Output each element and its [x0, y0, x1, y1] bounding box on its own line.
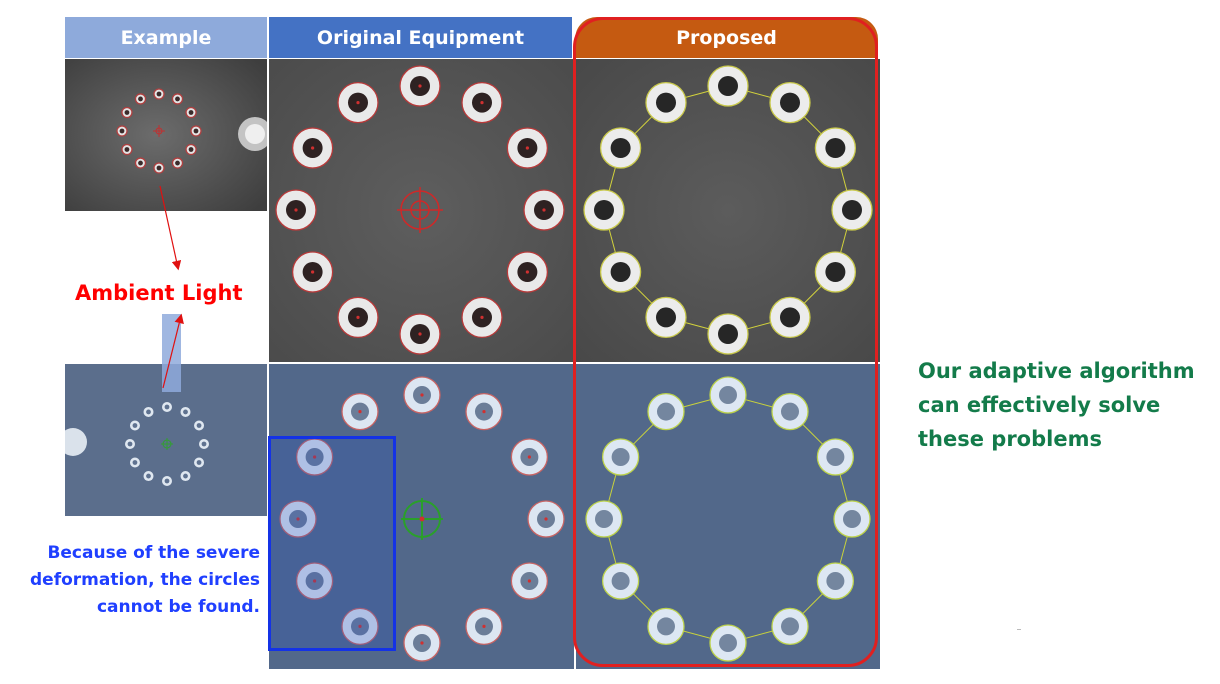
- small-hole-ring: [116, 88, 202, 174]
- hole-mark: [134, 93, 147, 105]
- hole-mark: [399, 313, 441, 355]
- header-example: Example: [65, 17, 267, 58]
- proposed-blue: [576, 364, 880, 669]
- hole-mark: [121, 143, 133, 156]
- hole-mark: [291, 127, 334, 169]
- hole-mark: [180, 471, 191, 482]
- missing-circles-frame: [268, 436, 396, 651]
- hole-mark: [125, 439, 135, 449]
- hole-mark: [134, 157, 147, 169]
- hole-mark: [771, 392, 809, 431]
- algorithm-note: Our adaptive algorithm can effectively s…: [918, 359, 1195, 451]
- hole-mark: [295, 438, 334, 476]
- hole-mark: [601, 562, 640, 600]
- hole-mark: [771, 607, 809, 646]
- small-hole-ring: [125, 402, 209, 486]
- hole-mark: [647, 607, 685, 646]
- fitted-hole-ring: [583, 65, 873, 355]
- hole-mark: [194, 457, 205, 468]
- header-original-equipment: Original Equipment: [269, 17, 572, 58]
- hole-mark: [337, 81, 379, 124]
- hole-mark: [185, 143, 197, 156]
- crosshair-icon: [153, 125, 165, 137]
- hole-mark: [506, 251, 549, 293]
- ambient-light-blob: [65, 428, 87, 456]
- detected-hole-ring: [279, 376, 565, 662]
- hole-mark: [510, 562, 549, 600]
- hole-mark: [816, 438, 855, 476]
- hole-mark: [162, 402, 172, 412]
- hole-mark: [814, 251, 857, 293]
- hole-mark: [506, 127, 549, 169]
- original-equipment-dark: [269, 59, 574, 362]
- hole-mark: [510, 438, 549, 476]
- hole-mark: [831, 189, 873, 231]
- hole-mark: [647, 392, 685, 431]
- hole-mark: [153, 88, 165, 100]
- hole-mark: [833, 500, 871, 538]
- hole-mark: [275, 189, 317, 231]
- hole-mark: [601, 438, 640, 476]
- hole-mark: [769, 296, 811, 339]
- hole-mark: [295, 562, 334, 600]
- hole-mark: [116, 125, 128, 137]
- hole-mark: [341, 392, 379, 431]
- deformation-note: Because of the severe deformation, the c…: [30, 543, 260, 617]
- ambient-light-label: Ambient Light: [75, 281, 243, 305]
- crosshair-icon: [161, 438, 173, 450]
- hole-mark: [816, 562, 855, 600]
- hole-mark: [461, 81, 503, 124]
- header-proposed: Proposed: [575, 17, 878, 58]
- hole-mark: [337, 296, 379, 339]
- hole-mark: [143, 406, 154, 417]
- hole-mark: [814, 127, 857, 169]
- hole-mark: [162, 476, 172, 486]
- hole-mark: [585, 500, 623, 538]
- hole-mark: [461, 296, 503, 339]
- hole-mark: [129, 420, 140, 431]
- original-equipment-blue: [269, 364, 574, 669]
- hole-mark: [291, 251, 334, 293]
- hole-mark: [465, 392, 503, 431]
- hole-mark: [645, 81, 687, 124]
- divider: [1017, 629, 1021, 630]
- hole-mark: [399, 65, 441, 107]
- hole-mark: [707, 313, 749, 355]
- hole-mark: [171, 157, 184, 169]
- hole-mark: [769, 81, 811, 124]
- example-image-dark: [65, 59, 267, 211]
- hole-mark: [143, 471, 154, 482]
- hole-mark: [523, 189, 565, 231]
- hole-mark: [645, 296, 687, 339]
- hole-mark: [707, 65, 749, 107]
- hole-mark: [341, 607, 379, 646]
- hole-mark: [403, 376, 441, 414]
- hole-mark: [185, 106, 197, 119]
- hole-mark: [599, 251, 642, 293]
- hole-mark: [709, 376, 747, 414]
- crosshair-icon: [397, 187, 443, 233]
- fitted-hole-ring: [585, 376, 871, 662]
- hole-mark: [129, 457, 140, 468]
- detected-hole-ring: [275, 65, 565, 355]
- hole-mark: [190, 125, 202, 137]
- hole-mark: [583, 189, 625, 231]
- hole-mark: [171, 93, 184, 105]
- hole-mark: [599, 127, 642, 169]
- proposed-frame: [573, 17, 878, 667]
- hole-mark: [121, 106, 133, 119]
- hole-mark: [180, 406, 191, 417]
- hole-mark: [403, 624, 441, 662]
- hole-mark: [527, 500, 565, 538]
- hole-mark: [709, 624, 747, 662]
- hole-mark: [194, 420, 205, 431]
- hole-mark: [153, 162, 165, 174]
- hole-mark: [465, 607, 503, 646]
- proposed-dark: [576, 59, 880, 362]
- hole-mark: [279, 500, 317, 538]
- hole-mark: [199, 439, 209, 449]
